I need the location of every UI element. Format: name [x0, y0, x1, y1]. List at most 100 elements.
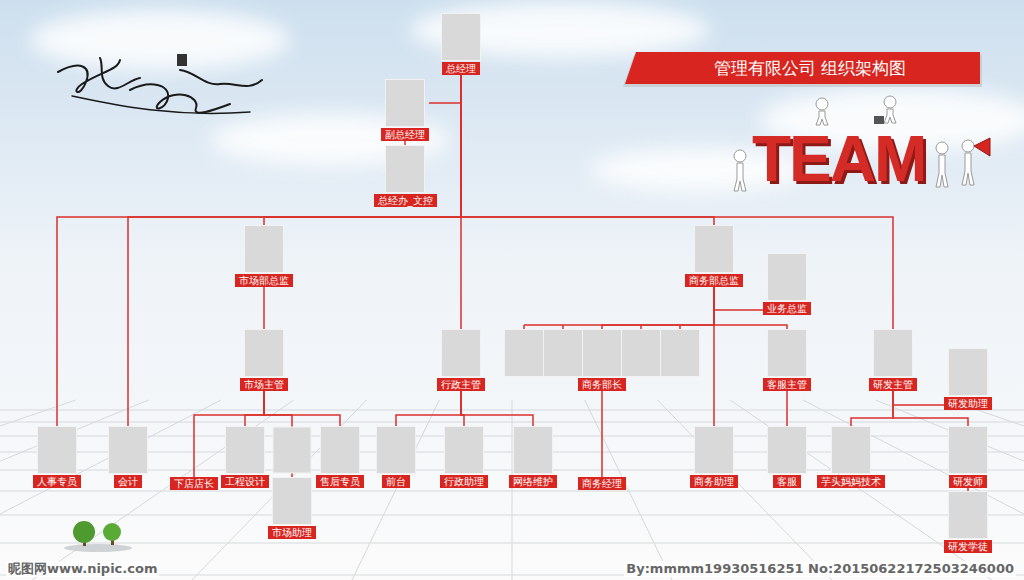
watermark: 昵图网www.nipic.com [6, 561, 159, 577]
connector [194, 391, 264, 477]
brush-stroke [180, 70, 262, 86]
org-node: 前台 [377, 427, 415, 488]
connector [429, 75, 461, 103]
photo-placeholder [832, 427, 870, 473]
photo-row [874, 330, 912, 376]
tree-crown [103, 523, 121, 541]
org-node: 副总经理 [381, 80, 429, 141]
photo-row [445, 427, 483, 473]
org-node: 总经理 [442, 14, 480, 75]
photo-placeholder [874, 330, 912, 376]
org-node: 工程设计 [221, 427, 269, 488]
seal-mark [177, 54, 187, 66]
org-node: 研发师 [949, 427, 987, 488]
photo-placeholder [245, 330, 283, 376]
chart-title: 管理有限公司 组织架构图 [640, 52, 980, 84]
role-label: 客服主管 [763, 378, 811, 391]
connector [893, 391, 944, 405]
photo-row [832, 427, 870, 473]
connector [786, 391, 788, 427]
team-lettering: TEAM [752, 127, 925, 191]
figure-body [884, 109, 896, 123]
role-label: 行政主管 [437, 378, 485, 391]
role-label: 商务助理 [690, 475, 738, 488]
connector [128, 75, 461, 427]
photo-placeholder [505, 330, 543, 376]
org-node: 商务部总监 [685, 226, 743, 287]
connector [264, 75, 461, 226]
photo-placeholder [544, 330, 582, 376]
photo-row [695, 226, 733, 272]
photo-placeholder [386, 146, 424, 192]
figure-body [962, 153, 974, 185]
photo-row [442, 14, 480, 60]
photo-row [377, 427, 415, 473]
photo-placeholder [768, 330, 806, 376]
photo-row [386, 146, 424, 192]
figure-body [734, 163, 746, 191]
org-node: 网络维护 [509, 427, 557, 488]
org-node: 行政主管 [437, 330, 485, 391]
photo-row [226, 427, 264, 473]
role-label: 商务部长 [578, 378, 626, 391]
org-node: 人事专员 [33, 427, 81, 488]
org-node: 客服 [768, 427, 806, 488]
role-label: 网络维护 [509, 475, 557, 488]
laptop [874, 116, 884, 124]
connectors [57, 75, 968, 492]
connector [714, 287, 763, 310]
connector [245, 391, 264, 427]
org-node: 商务经理 [578, 477, 626, 490]
role-label: 研发主管 [869, 378, 917, 391]
figure-head [962, 140, 974, 152]
role-label: 下店店长 [170, 477, 218, 490]
role-label: 行政助理 [440, 475, 488, 488]
org-node: 行政助理 [440, 427, 488, 488]
role-label: 人事专员 [33, 475, 81, 488]
role-label: 工程设计 [221, 475, 269, 488]
connector [851, 391, 893, 427]
org-node: 商务部长 [505, 330, 699, 391]
photo-placeholder [386, 80, 424, 126]
connector [461, 75, 714, 226]
connector [396, 391, 461, 427]
figure-head [884, 96, 896, 108]
connector [57, 75, 461, 427]
role-label: 研发学徒 [944, 540, 992, 553]
photo-placeholder [109, 427, 147, 473]
role-label: 会计 [114, 475, 142, 488]
photo-row [442, 330, 480, 376]
tree-crown [73, 521, 95, 543]
photo-placeholder [226, 427, 264, 473]
figure-head [816, 98, 828, 110]
photo-placeholder [768, 254, 806, 300]
org-node: 芋头妈妈技术 [817, 427, 885, 488]
role-label: 总经理 [442, 62, 480, 75]
watermark: By:mmmm19930516251 No:201506221725032460… [624, 561, 1016, 577]
role-label: 研发助理 [944, 397, 992, 410]
figure-body [816, 111, 828, 125]
photo-placeholder [245, 226, 283, 272]
photo-placeholder [949, 492, 987, 538]
org-node: 市场助理 [268, 478, 316, 539]
photo-placeholder [442, 14, 480, 60]
photo-row [386, 80, 424, 126]
org-node: 总经办_文控 [374, 146, 437, 207]
photo-row [245, 330, 283, 376]
brush-stroke [72, 96, 250, 113]
role-label: 研发师 [949, 475, 987, 488]
photo-row [38, 427, 76, 473]
role-label: 芋头妈妈技术 [817, 475, 885, 488]
photo-row [768, 427, 806, 473]
floor-grid [0, 400, 1024, 580]
figure-head [734, 150, 746, 162]
role-label: 前台 [382, 475, 410, 488]
role-label: 市场主管 [240, 378, 288, 391]
org-node: 市场部总监 [235, 226, 293, 287]
figure-head [936, 142, 948, 154]
connector [461, 391, 533, 427]
